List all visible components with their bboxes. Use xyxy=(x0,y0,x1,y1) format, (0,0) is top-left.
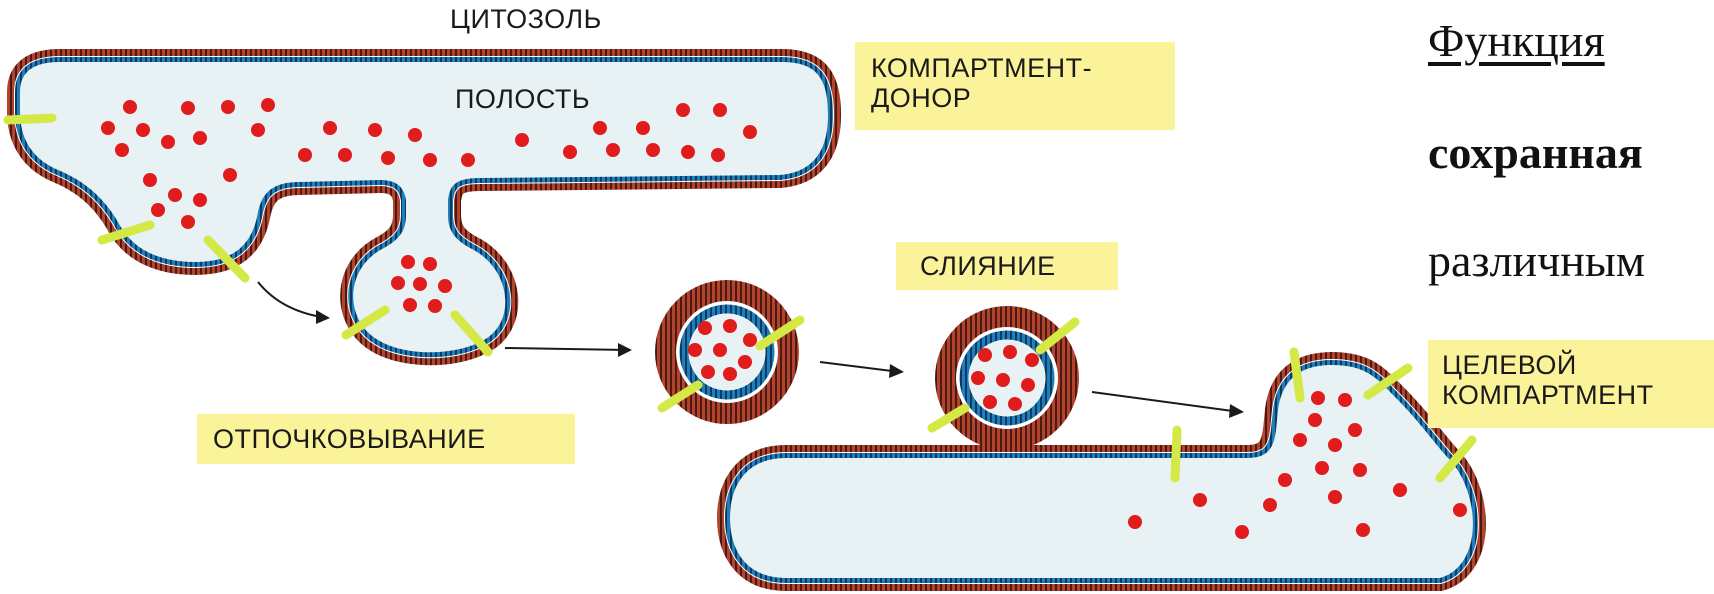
arrow-head-2 xyxy=(618,343,632,357)
donor-compartment-label: КОМПАРТМЕНТ- ДОНОР xyxy=(855,42,1175,130)
target-label-line2: КОМПАРТМЕНТ xyxy=(1442,380,1714,410)
arrow-head-4 xyxy=(1229,404,1244,418)
side-text-various: различным xyxy=(1428,238,1645,284)
fusion-label: СЛИЯНИЕ xyxy=(896,242,1118,290)
target-compartment-label: ЦЕЛЕВОЙ КОМПАРТМЕНТ xyxy=(1428,340,1714,428)
donor-label-line1: КОМПАРТМЕНТ- xyxy=(871,53,1175,83)
lumen-label: ПОЛОСТЬ xyxy=(455,86,590,113)
donor-label-line2: ДОНОР xyxy=(871,83,1175,113)
side-text-preserved: сохранная xyxy=(1428,130,1643,176)
budding-label: ОТПОЧКОВЫВАНИЕ xyxy=(197,414,575,464)
arrow-head-1 xyxy=(316,310,330,324)
cytosol-label: ЦИТОЗОЛЬ xyxy=(450,6,602,33)
target-label-line1: ЦЕЛЕВОЙ xyxy=(1442,350,1714,380)
arrow-head-3 xyxy=(889,364,904,378)
side-text-function: Функция xyxy=(1428,18,1605,64)
